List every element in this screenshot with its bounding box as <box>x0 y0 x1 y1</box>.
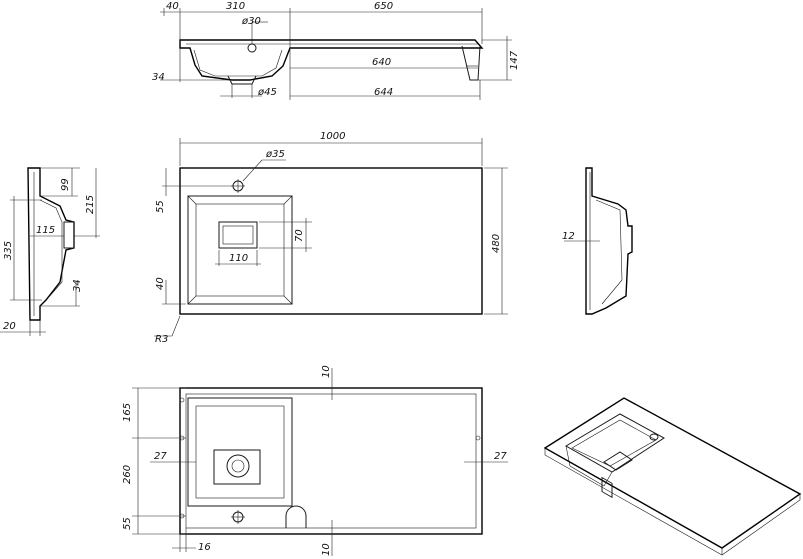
dim-644: 644 <box>374 87 393 98</box>
dim-27-right: 27 <box>494 451 507 462</box>
dim-10-top: 10 <box>321 365 332 378</box>
dim-55: 55 <box>155 200 166 213</box>
dim-d45: ø45 <box>257 87 277 98</box>
isometric-view <box>543 397 802 556</box>
dim-20: 20 <box>3 321 16 332</box>
dim-12: 12 <box>562 231 575 242</box>
dim-650: 650 <box>374 1 393 12</box>
dim-d30: ø30 <box>241 16 261 27</box>
dim-16: 16 <box>198 542 211 553</box>
dim-1000: 1000 <box>320 131 345 142</box>
dim-110: 110 <box>229 253 248 264</box>
dim-34: 34 <box>152 72 165 83</box>
dim-260: 260 <box>122 465 133 484</box>
dim-40: 40 <box>155 277 166 290</box>
dim-34: 34 <box>72 279 83 292</box>
right-side-view: 12 <box>562 167 633 315</box>
dim-165: 165 <box>122 403 133 422</box>
dim-99: 99 <box>60 178 71 191</box>
left-side-view: 99 215 115 335 34 20 <box>0 167 100 336</box>
dim-55: 55 <box>122 517 133 530</box>
dim-215: 215 <box>85 195 96 214</box>
dim-115: 115 <box>36 225 55 236</box>
dim-r3: R3 <box>155 334 168 345</box>
dim-147: 147 <box>509 50 520 70</box>
dim-70: 70 <box>294 229 305 242</box>
dim-640: 640 <box>372 57 391 68</box>
dim-10-bottom: 10 <box>321 543 332 556</box>
dim-d35: ø35 <box>265 149 285 160</box>
dim-335: 335 <box>3 241 14 260</box>
dim-310: 310 <box>226 1 245 12</box>
dim-27-left: 27 <box>154 451 167 462</box>
dim-40: 40 <box>166 1 179 12</box>
top-section-view: 40 310 650 ø30 640 34 ø45 644 147 <box>152 1 520 100</box>
plan-view: 1000 ø35 55 70 110 480 40 R3 <box>154 131 508 345</box>
dim-480: 480 <box>491 234 502 253</box>
bottom-view: 165 260 55 27 27 10 10 16 <box>122 365 508 556</box>
